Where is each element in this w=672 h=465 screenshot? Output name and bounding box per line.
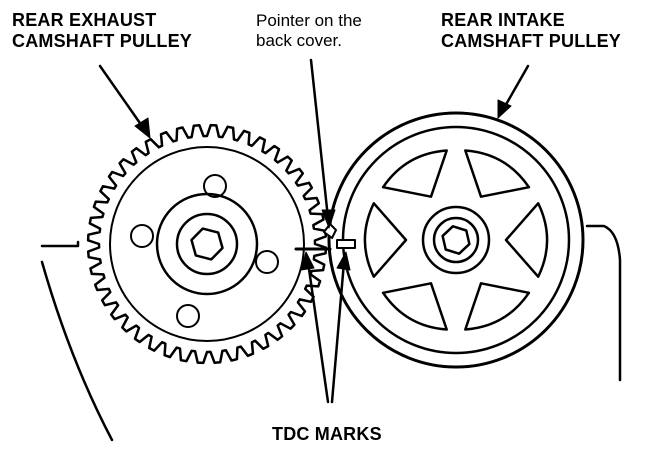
exhaust-pulley-inner-rim [109, 146, 305, 342]
pointer-label-arrow-icon [321, 209, 336, 229]
exhaust-pulley [86, 123, 328, 365]
tdc-leader-left [306, 260, 330, 404]
intake-pulley-hub [421, 205, 491, 275]
intake-pulley-window [464, 282, 531, 331]
intake-pulley-hub-inner [432, 216, 480, 264]
back-cover-outline [40, 224, 622, 442]
pointer-label-line2: back cover. [256, 31, 342, 51]
exhaust-pulley-bolt-icon [190, 227, 224, 261]
intake-pulley-window [504, 202, 549, 278]
exhaust-label-arrow-icon [134, 117, 151, 139]
tdc-arrow-right-icon [336, 251, 351, 271]
exhaust-label-leader [98, 64, 144, 128]
pointer-label: Pointer on the back cover. [256, 11, 362, 51]
intake-pulley [327, 111, 585, 369]
intake-pulley-window [363, 202, 408, 278]
exhaust-pulley-label-line1: REAR EXHAUST [12, 10, 157, 30]
intake-label-leader [502, 64, 530, 110]
intake-tdc-mark-icon [336, 239, 356, 249]
tdc-marks-label: TDC MARKS [272, 424, 382, 444]
pointer-label-line1: Pointer on the [256, 11, 362, 30]
exhaust-pulley-label-line2: CAMSHAFT PULLEY [12, 31, 192, 52]
intake-pulley-windows [363, 149, 549, 331]
exhaust-pulley-hole [130, 224, 154, 248]
intake-pulley-label: REAR INTAKE CAMSHAFT PULLEY [441, 10, 621, 52]
intake-pulley-window [381, 149, 448, 198]
leader-lines [98, 58, 530, 404]
intake-pulley-label-line1: REAR INTAKE [441, 10, 565, 30]
tdc-arrow-left-icon [300, 251, 315, 271]
intake-pulley-label-line2: CAMSHAFT PULLEY [441, 31, 621, 52]
exhaust-pulley-hub [155, 192, 259, 296]
intake-pulley-window [381, 282, 448, 331]
exhaust-pulley-hole [255, 250, 279, 274]
intake-pulley-window [464, 149, 531, 198]
exhaust-pulley-hub-inner [175, 212, 239, 276]
intake-label-arrow-icon [497, 99, 512, 119]
exhaust-pulley-hole [203, 174, 227, 198]
exhaust-pulley-teeth [86, 123, 328, 365]
intake-pulley-outer-rim [327, 111, 585, 369]
intake-pulley-bolt-icon [441, 225, 471, 255]
exhaust-pulley-hole [176, 304, 200, 328]
exhaust-pulley-label: REAR EXHAUST CAMSHAFT PULLEY [12, 10, 192, 52]
tdc-leader-right [330, 260, 346, 404]
tdc-marks-detail [294, 223, 356, 251]
intake-pulley-inner-rim [341, 125, 571, 355]
pointer-label-leader [309, 58, 330, 220]
